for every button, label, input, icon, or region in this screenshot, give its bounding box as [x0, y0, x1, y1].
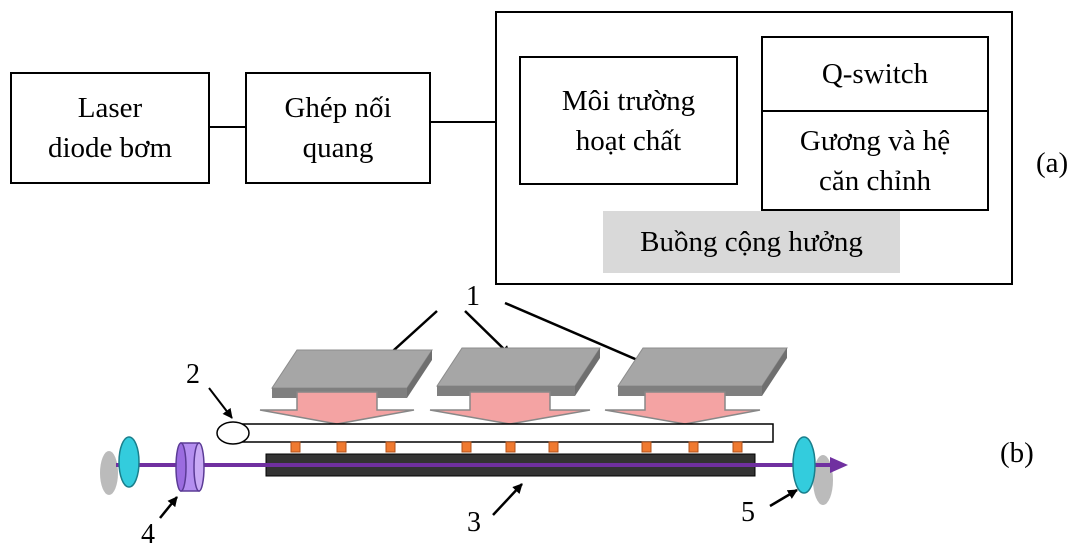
waveguide-end [216, 421, 250, 445]
q-switch-label: Q-switch [821, 58, 929, 90]
emitter [732, 441, 743, 453]
optical-coupling-label: Ghép nối quang [284, 92, 392, 164]
pump-block-2 [436, 347, 601, 396]
waveguide-bar [229, 423, 774, 443]
callout-2-arrow [208, 387, 233, 419]
emitters [290, 441, 743, 453]
resonator-label: Buồng cộng hưởng [640, 226, 863, 258]
part-a-label: (a) [1036, 147, 1069, 179]
left-mirror [118, 436, 140, 488]
laser-axis-arrowhead [830, 457, 848, 473]
lens [175, 442, 205, 492]
right-mirror-shadow [813, 455, 833, 505]
callout-4-arrow [159, 496, 178, 519]
pump-arrow-1 [259, 391, 415, 425]
pump-arrow-3 [604, 391, 761, 425]
emitter [461, 441, 472, 453]
emitter [290, 441, 301, 453]
right-mirror [792, 436, 816, 494]
emitter [688, 441, 699, 453]
q-switch-box: Q-switch [761, 36, 989, 112]
pump-block-1 [271, 349, 433, 398]
callout-2: 2 [186, 359, 200, 390]
part-b-label: (b) [1000, 437, 1034, 469]
active-medium-box: Môi trường hoạt chất [519, 56, 738, 185]
emitter [505, 441, 516, 453]
emitter [336, 441, 347, 453]
optical-coupling-box: Ghép nối quang [245, 72, 431, 184]
callout-4: 4 [141, 519, 155, 546]
callout-5: 5 [741, 497, 755, 528]
callout-1: 1 [466, 281, 480, 312]
mirror-alignment-label: Gương và hệ căn chỉnh [799, 124, 951, 197]
emitter [548, 441, 559, 453]
callout-5-arrow [769, 488, 798, 508]
left-mirror-shadow [100, 451, 118, 495]
emitter [385, 441, 396, 453]
resonator-label-shading: Buồng cộng hưởng [603, 211, 900, 273]
active-medium-label: Môi trường hoạt chất [561, 84, 696, 157]
callout-3-arrow [492, 483, 523, 516]
pump-arrow-2 [429, 391, 591, 425]
emitter [641, 441, 652, 453]
callout-3: 3 [467, 507, 481, 538]
laser-diode-box: Laser diode bơm [10, 72, 210, 184]
pump-block-3 [617, 347, 788, 396]
laser-diode-label: Laser diode bơm [47, 92, 173, 164]
mirror-alignment-box: Gương và hệ căn chỉnh [761, 110, 989, 211]
